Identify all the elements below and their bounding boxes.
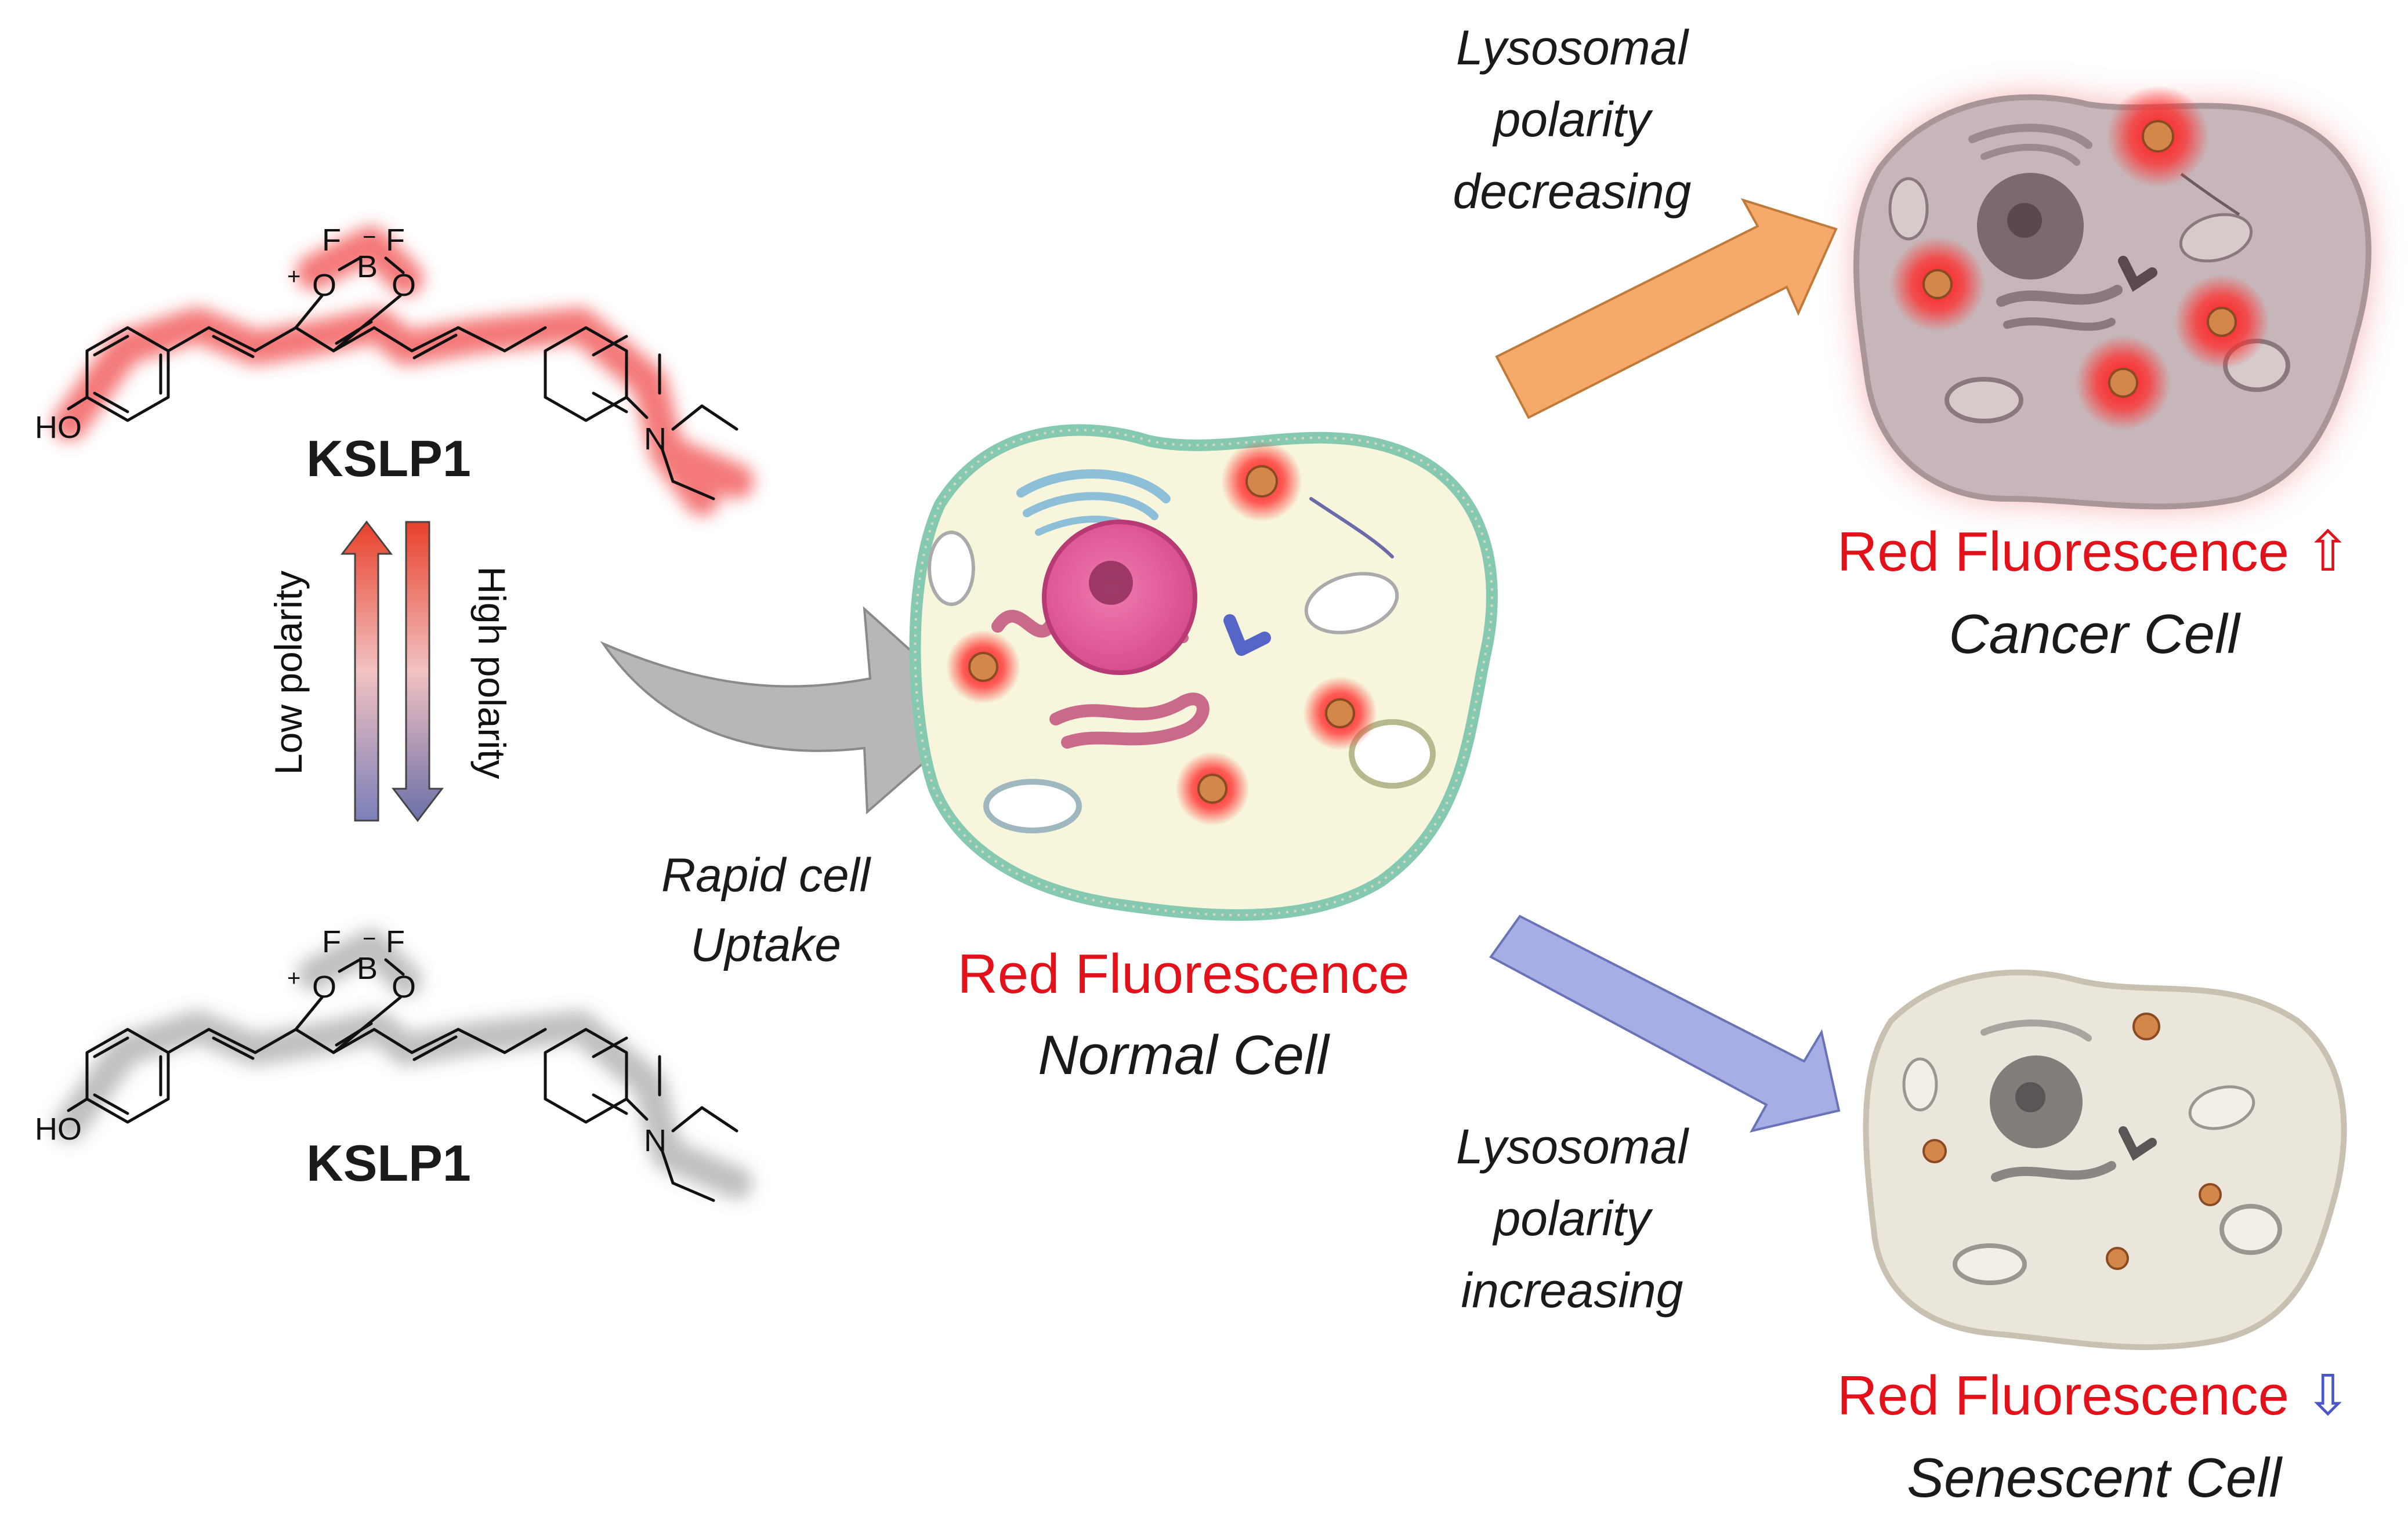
atom-oxygen-right: O	[392, 268, 416, 303]
increase-arrow-icon: ⇧	[2304, 519, 2352, 584]
polarity-arrows: Low polarity High polarity	[267, 520, 513, 822]
atom-boron: B	[357, 951, 378, 986]
arrow-to-senescent	[1489, 915, 1841, 1133]
senescent-cell	[1863, 969, 2347, 1350]
cancer-branch-line-2: polarity	[1493, 92, 1651, 147]
oxygen-charge: +	[287, 264, 300, 289]
cancer-cell-lysosomes	[1890, 85, 2269, 430]
molecule-bottom: F F B − O + O HO N	[35, 924, 753, 1202]
cancer-cell-label: Red Fluorescence ⇧ Cancer Cell	[1787, 510, 2402, 676]
senescent-branch-line-2: polarity	[1493, 1191, 1651, 1246]
down-arrow	[391, 521, 444, 822]
uptake-line-1: Rapid cell	[661, 849, 871, 902]
senescent-cell-fluorescence: Red Fluorescence	[1837, 1365, 2289, 1427]
up-arrow	[340, 520, 393, 822]
atom-nitrogen: N	[644, 422, 667, 456]
molecule-top-bonds	[67, 256, 738, 500]
boron-charge: −	[363, 224, 376, 250]
high-polarity-label: High polarity	[470, 567, 513, 779]
senescent-branch-line-3: increasing	[1461, 1263, 1683, 1318]
atom-f-right: F	[386, 223, 405, 257]
senescent-cell-label: Red Fluorescence ⇩ Senescent Cell	[1787, 1354, 2402, 1519]
atom-nitrogen: N	[644, 1123, 667, 1158]
decrease-arrow-icon: ⇩	[2304, 1363, 2352, 1428]
atom-oxygen-left: O	[312, 970, 336, 1004]
senescent-branch-label: Lysosomal polarity increasing	[1410, 1111, 1735, 1326]
arrow-to-cancer	[1495, 198, 1838, 419]
atom-oxygen-left: O	[312, 268, 336, 303]
atom-oxygen-right: O	[392, 970, 416, 1004]
hydroxyl-group: HO	[35, 1112, 82, 1147]
molecule-top: F F B − O + O HO N	[35, 223, 754, 516]
boron-charge: −	[363, 926, 376, 952]
molecule-top-name: KSLP1	[306, 430, 471, 487]
hydroxyl-group: HO	[35, 410, 82, 445]
normal-cell-name: Normal Cell	[1038, 1024, 1329, 1086]
uptake-arrow	[600, 606, 983, 815]
cancer-cell	[1853, 85, 2371, 510]
atom-f-left: F	[322, 924, 341, 959]
atom-f-right: F	[386, 924, 405, 959]
normal-cell-lysosomes	[946, 441, 1377, 826]
cancer-branch-line-1: Lysosomal	[1456, 20, 1688, 75]
normal-cell-label: Red Fluorescence Normal Cell	[893, 934, 1473, 1096]
molecule-bottom-name: KSLP1	[306, 1134, 471, 1192]
oxygen-charge: +	[287, 966, 300, 991]
normal-cell	[909, 424, 1498, 921]
senescent-branch-line-1: Lysosomal	[1456, 1119, 1688, 1174]
uptake-label: Rapid cell Uptake	[615, 841, 917, 980]
uptake-line-2: Uptake	[690, 919, 841, 971]
molecule-top-atoms: F F B − O + O HO N	[35, 223, 667, 456]
atom-boron: B	[357, 249, 378, 284]
cancer-cell-fluorescence: Red Fluorescence	[1837, 521, 2289, 583]
cancer-branch-label: Lysosomal polarity decreasing	[1410, 12, 1735, 227]
atom-f-left: F	[322, 223, 341, 257]
cancer-cell-name: Cancer Cell	[1949, 603, 2240, 665]
cancer-branch-line-3: decreasing	[1453, 164, 1692, 219]
normal-cell-fluorescence: Red Fluorescence	[957, 943, 1410, 1005]
senescent-cell-lysosomes	[1922, 1013, 2222, 1270]
senescent-cell-name: Senescent Cell	[1907, 1447, 2282, 1509]
low-polarity-label: Low polarity	[267, 571, 310, 775]
